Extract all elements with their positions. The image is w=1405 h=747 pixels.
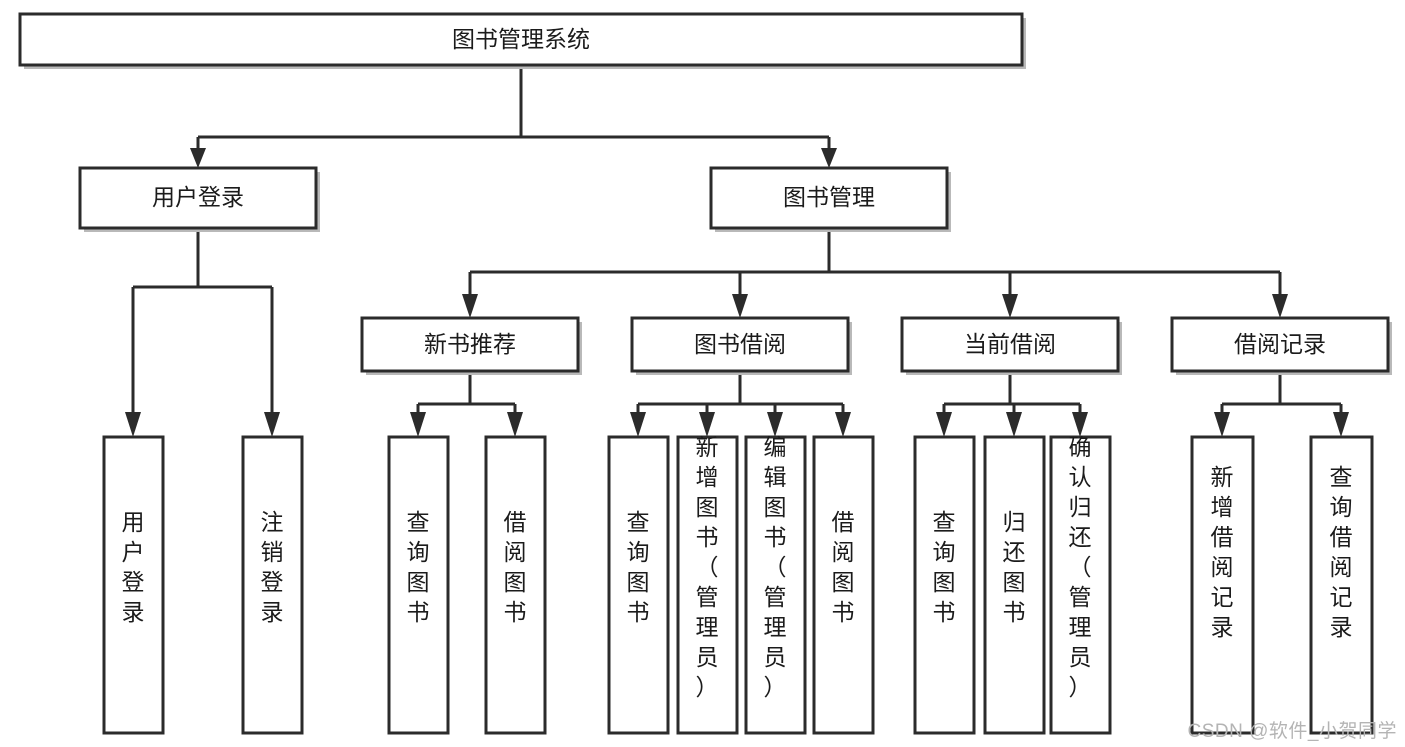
leaf-box-book-borrow-3 bbox=[744, 435, 807, 735]
leaf-node-new-book-1[interactable]: 查询图书 bbox=[387, 435, 450, 735]
leaf-node-book-borrow-4[interactable]: 借阅图书 bbox=[812, 435, 875, 735]
arrowhead-leaf-c3 bbox=[1072, 412, 1088, 437]
leaf-box-book-borrow-2 bbox=[676, 435, 739, 735]
leaf-label-current-borrow-3: 确认归还（管理员） bbox=[1069, 434, 1092, 700]
node-user-login[interactable]: 用户登录 bbox=[78, 166, 320, 232]
node-root-label: 图书管理系统 bbox=[452, 26, 590, 52]
leaf-label-book-borrow-4: 借阅图书 bbox=[832, 509, 855, 625]
arrowhead-leaf-c1 bbox=[936, 412, 952, 437]
node-book-management[interactable]: 图书管理 bbox=[709, 166, 951, 232]
arrowhead-leaf-r1 bbox=[1214, 412, 1230, 437]
leaf-box-borrow-record-1 bbox=[1190, 435, 1255, 735]
node-borrow-record-box bbox=[1170, 316, 1390, 373]
node-new-book-label: 新书推荐 bbox=[424, 331, 516, 357]
leaf-label-new-book-1: 查询图书 bbox=[407, 509, 430, 625]
leaf-node-current-borrow-2[interactable]: 归还图书 bbox=[983, 435, 1046, 735]
leaf-label-new-book-2: 借阅图书 bbox=[504, 509, 527, 625]
arrowhead-leaf-u2 bbox=[264, 412, 280, 437]
leaf-node-book-borrow-3[interactable]: 编辑图书（管理员） bbox=[744, 434, 807, 735]
leaf-box-current-borrow-3 bbox=[1049, 435, 1112, 735]
arrowhead-leaf-b1 bbox=[630, 412, 646, 437]
leaf-node-current-borrow-3[interactable]: 确认归还（管理员） bbox=[1049, 434, 1112, 735]
node-current-borrow-label: 当前借阅 bbox=[964, 331, 1056, 357]
leaf-box-book-borrow-1 bbox=[607, 435, 670, 735]
node-new-book-recommend[interactable]: 新书推荐 bbox=[360, 316, 582, 375]
leaf-label-borrow-record-1: 新增借阅记录 bbox=[1211, 464, 1234, 640]
node-current-borrow[interactable]: 当前借阅 bbox=[900, 316, 1122, 375]
leaf-box-book-borrow-4 bbox=[812, 435, 875, 735]
arrowhead-leaf-b4 bbox=[835, 412, 851, 437]
arrowhead-leaf-b3 bbox=[767, 412, 783, 437]
leaf-box-current-borrow-2 bbox=[983, 435, 1046, 735]
leaf-node-borrow-record-1[interactable]: 新增借阅记录 bbox=[1190, 435, 1255, 735]
leaf-node-book-borrow-1[interactable]: 查询图书 bbox=[607, 435, 670, 735]
leaf-label-user-login-1: 用户登录 bbox=[122, 509, 145, 625]
arrowhead-leaf-n2 bbox=[507, 412, 523, 437]
arrowhead-leaf-r2 bbox=[1333, 412, 1349, 437]
arrowhead-leaf-b2 bbox=[699, 412, 715, 437]
leaf-label-current-borrow-1: 查询图书 bbox=[933, 509, 956, 625]
leaf-box-new-book-1 bbox=[387, 435, 450, 735]
node-root-box bbox=[18, 12, 1024, 67]
leaf-label-book-borrow-1: 查询图书 bbox=[627, 509, 650, 625]
leaf-node-borrow-record-2[interactable]: 查询借阅记录 bbox=[1309, 435, 1374, 735]
node-book-management-box bbox=[709, 166, 949, 230]
node-book-borrow[interactable]: 图书借阅 bbox=[630, 316, 852, 375]
leaf-label-current-borrow-2: 归还图书 bbox=[1003, 509, 1026, 625]
node-current-borrow-box bbox=[900, 316, 1120, 373]
leaf-label-user-login-2: 注销登录 bbox=[261, 509, 284, 625]
arrowhead-to-book-borrow bbox=[732, 294, 748, 318]
arrowhead-to-borrow-record bbox=[1272, 294, 1288, 318]
leaf-node-book-borrow-2[interactable]: 新增图书（管理员） bbox=[676, 434, 739, 735]
leaf-node-current-borrow-1[interactable]: 查询图书 bbox=[913, 435, 976, 735]
leaf-box-user-login-1 bbox=[102, 435, 165, 735]
node-new-book-box bbox=[360, 316, 580, 373]
arrowhead-to-book-manage bbox=[821, 148, 837, 168]
leaf-box-new-book-2 bbox=[484, 435, 547, 735]
node-book-borrow-box bbox=[630, 316, 850, 373]
leaf-label-book-borrow-2: 新增图书（管理员） bbox=[696, 434, 719, 700]
leaf-box-borrow-record-2 bbox=[1309, 435, 1374, 735]
node-borrow-record-label: 借阅记录 bbox=[1234, 331, 1326, 357]
node-book-management-label: 图书管理 bbox=[783, 184, 875, 210]
leaf-node-new-book-2[interactable]: 借阅图书 bbox=[484, 435, 547, 735]
arrowhead-to-user-login bbox=[190, 148, 206, 168]
arrowhead-leaf-c2 bbox=[1006, 412, 1022, 437]
node-user-login-label: 用户登录 bbox=[152, 184, 244, 210]
arrowhead-leaf-n1 bbox=[410, 412, 426, 437]
node-root-book-management-system[interactable]: 图书管理系统 bbox=[18, 12, 1026, 69]
leaf-node-user-login-1[interactable]: 用户登录 bbox=[102, 435, 165, 735]
arrowhead-leaf-u1 bbox=[125, 412, 141, 437]
leaf-box-current-borrow-1 bbox=[913, 435, 976, 735]
node-book-borrow-label: 图书借阅 bbox=[694, 331, 786, 357]
arrowhead-to-new-book bbox=[462, 294, 478, 318]
node-user-login-box bbox=[78, 166, 318, 230]
leaf-label-book-borrow-3: 编辑图书（管理员） bbox=[764, 434, 787, 700]
leaf-node-user-login-2[interactable]: 注销登录 bbox=[241, 435, 304, 735]
connector-layer bbox=[125, 65, 1349, 437]
node-borrow-record[interactable]: 借阅记录 bbox=[1170, 316, 1392, 375]
leaf-label-borrow-record-2: 查询借阅记录 bbox=[1330, 464, 1353, 640]
leaf-box-user-login-2 bbox=[241, 435, 304, 735]
arrowhead-to-current-borrow bbox=[1002, 294, 1018, 318]
